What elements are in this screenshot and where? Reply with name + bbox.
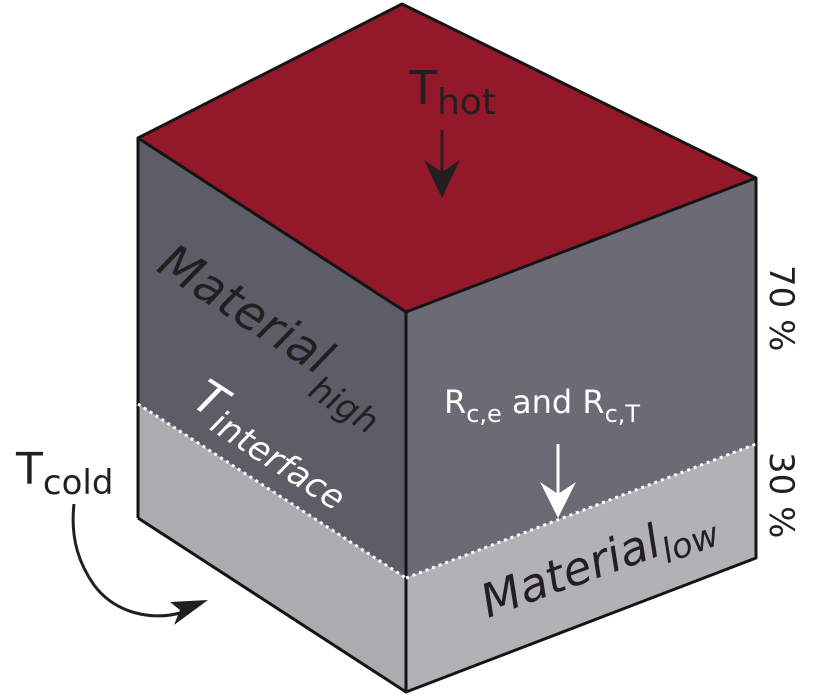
t-hot-label: Thot	[408, 61, 496, 123]
left-face-upper	[138, 138, 406, 578]
contact-resistance-label: Rc,e and Rc,T	[444, 383, 640, 428]
top-face	[138, 4, 756, 312]
curved-arrow-icon	[71, 503, 185, 618]
right-face-lower	[406, 444, 756, 692]
pct-high-label: 70 %	[761, 265, 801, 351]
curved-arrow-head	[170, 600, 208, 625]
interface-line	[137, 402, 757, 580]
cube-edges	[136, 2, 758, 694]
right-face-upper	[406, 178, 756, 578]
interface-arrow-icon	[540, 444, 576, 518]
pct-low-label: 30 %	[761, 452, 801, 538]
down-arrow-icon	[424, 130, 460, 198]
left-face-lower	[138, 404, 406, 692]
t-cold-label: Tcold	[15, 444, 113, 503]
